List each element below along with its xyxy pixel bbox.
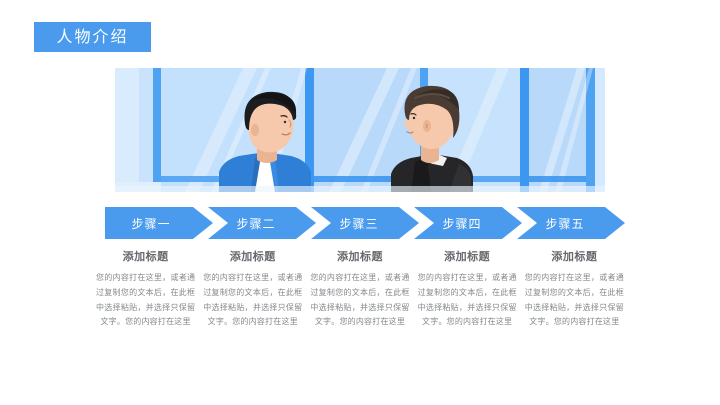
step-chevron-5-label: 步骤五 [545,216,585,231]
description-column-4: 添加标题 您的内容打在这里，或者通过复制您的文本后，在此框中选择粘贴，并选择只保… [414,248,521,330]
hero-illustration [115,68,605,192]
step-chevron-2-label: 步骤二 [236,216,276,231]
description-columns: 添加标题 您的内容打在这里，或者通过复制您的文本后，在此框中选择粘贴，并选择只保… [92,248,628,330]
step-chevron-2[interactable]: 步骤二 [208,207,316,239]
description-column-2: 添加标题 您的内容打在这里，或者通过复制您的文本后，在此框中选择粘贴，并选择只保… [199,248,306,330]
description-column-5: 添加标题 您的内容打在这里，或者通过复制您的文本后，在此框中选择粘贴，并选择只保… [521,248,628,330]
column-body-5: 您的内容打在这里，或者通过复制您的文本后，在此框中选择粘贴，并选择只保留文字。您… [524,273,624,327]
column-title-3: 添加标题 [336,250,383,263]
step-chevron-row: 步骤一 步骤二 步骤三 步骤四 步骤五 [105,207,625,239]
person-right-dark-suit [391,85,473,192]
step-chevron-3[interactable]: 步骤三 [311,207,419,239]
step-chevron-5[interactable]: 步骤五 [517,207,625,239]
page-title: 人物介绍 [34,22,151,52]
column-body-2: 您的内容打在这里，或者通过复制您的文本后，在此框中选择粘贴，并选择只保留文字。您… [203,273,303,327]
column-body-1: 您的内容打在这里，或者通过复制您的文本后，在此框中选择粘贴，并选择只保留文字。您… [96,273,196,327]
description-column-1: 添加标题 您的内容打在这里，或者通过复制您的文本后，在此框中选择粘贴，并选择只保… [92,248,199,330]
step-chevron-3-label: 步骤三 [339,216,379,231]
step-chevron-4-label: 步骤四 [442,216,482,231]
step-chevron-1-label: 步骤一 [131,216,171,231]
column-title-2: 添加标题 [229,250,276,263]
column-title-5: 添加标题 [551,250,598,263]
person-left-blue-suit [219,91,311,192]
column-body-4: 您的内容打在这里，或者通过复制您的文本后，在此框中选择粘贴，并选择只保留文字。您… [417,273,517,327]
step-chevron-1[interactable]: 步骤一 [105,207,213,239]
description-column-3: 添加标题 您的内容打在这里，或者通过复制您的文本后，在此框中选择粘贴，并选择只保… [306,248,413,330]
page-title-text: 人物介绍 [56,27,129,46]
column-title-4: 添加标题 [444,250,491,263]
office-window-scene-svg [115,68,605,192]
column-body-3: 您的内容打在这里，或者通过复制您的文本后，在此框中选择粘贴，并选择只保留文字。您… [310,273,410,327]
column-title-1: 添加标题 [122,250,169,263]
step-chevron-4[interactable]: 步骤四 [414,207,522,239]
